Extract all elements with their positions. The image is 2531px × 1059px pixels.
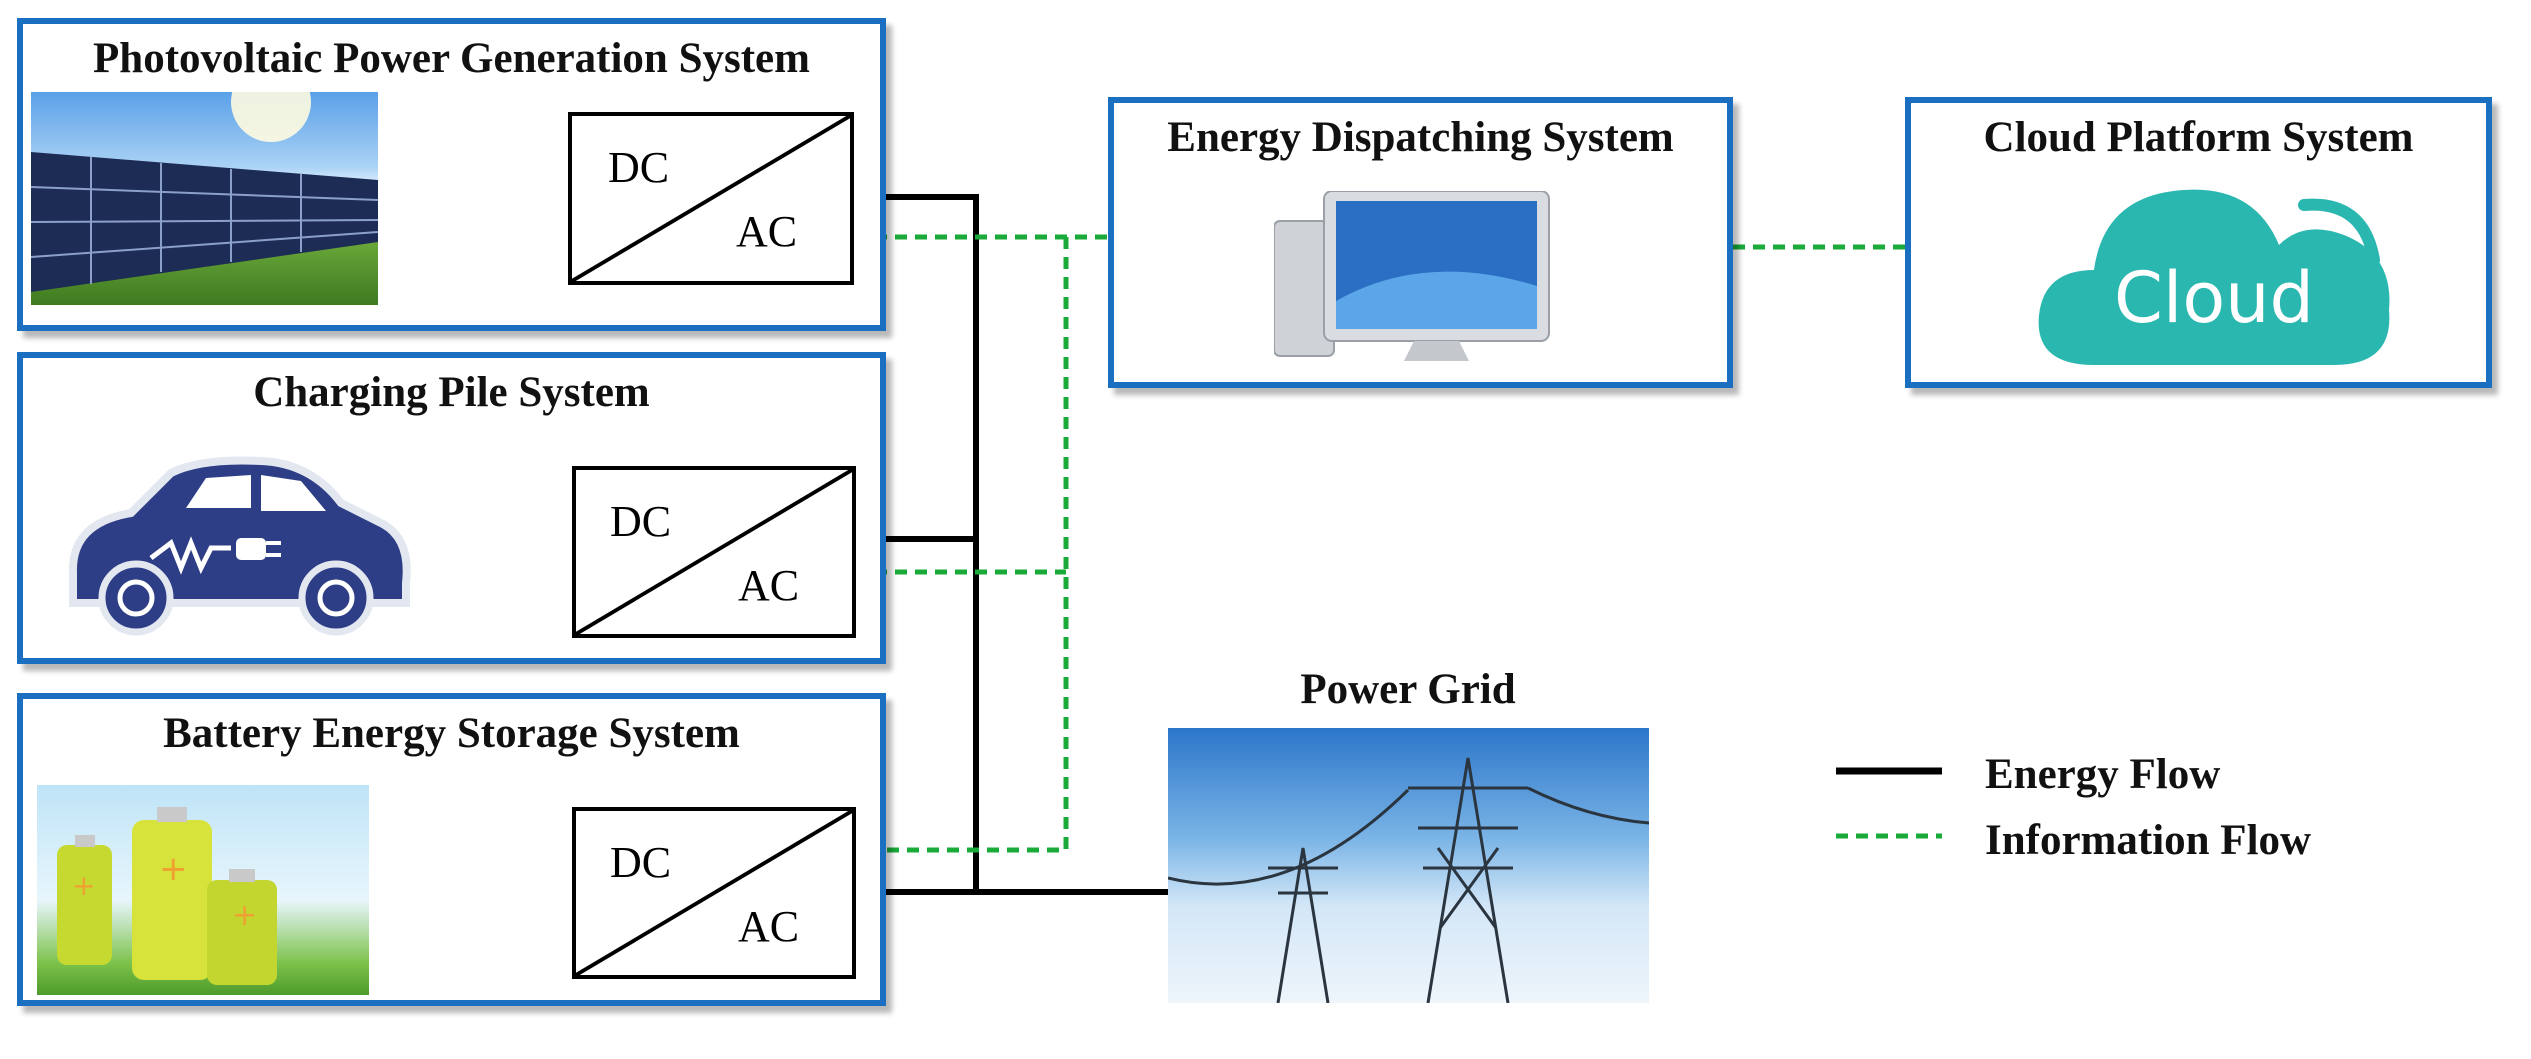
svg-text:+: + (72, 869, 95, 902)
svg-text:+: + (159, 849, 188, 889)
battery-dc-ac-converter: DC AC (572, 807, 856, 979)
legend-information-label: Information Flow (1985, 817, 2312, 864)
pv-ac-label: AC (736, 207, 798, 256)
pv-system-title: Photovoltaic Power Generation System (93, 35, 810, 82)
power-grid-title: Power Grid (1300, 666, 1516, 713)
dispatch-system-title: Energy Dispatching System (1167, 114, 1674, 161)
cloud-icon: Cloud (2034, 165, 2409, 380)
charging-system-title: Charging Pile System (253, 369, 650, 416)
charging-dc-label: DC (610, 497, 672, 546)
battery-system-box: Battery Energy Storage System + + + DC A… (17, 693, 886, 1006)
desktop-computer-icon (1273, 190, 1554, 366)
charging-dc-ac-converter: DC AC (572, 466, 856, 638)
battery-dc-label: DC (610, 838, 672, 887)
legend-energy-label: Energy Flow (1985, 751, 2221, 798)
transmission-tower-icon (1168, 728, 1649, 1003)
dispatch-system-box: Energy Dispatching System (1108, 97, 1733, 388)
cloud-icon-text: Cloud (2114, 257, 2314, 339)
cloud-system-box: Cloud Platform System Cloud (1905, 97, 2492, 388)
solar-panel-icon (31, 92, 378, 305)
pv-dc-label: DC (608, 143, 670, 192)
battery-ac-label: AC (738, 902, 800, 951)
pv-system-box: Photovoltaic Power Generation System DC … (17, 18, 886, 331)
electric-car-icon (61, 453, 421, 638)
charging-ac-label: AC (738, 561, 800, 610)
information-flow-lines (875, 234, 1905, 853)
battery-icon: + + + (37, 785, 369, 995)
pv-dc-ac-converter: DC AC (568, 112, 854, 285)
battery-system-title: Battery Energy Storage System (163, 710, 740, 757)
charging-system-box: Charging Pile System DC AC (17, 352, 886, 664)
svg-text:+: + (232, 898, 257, 933)
cloud-system-title: Cloud Platform System (1983, 114, 2414, 161)
